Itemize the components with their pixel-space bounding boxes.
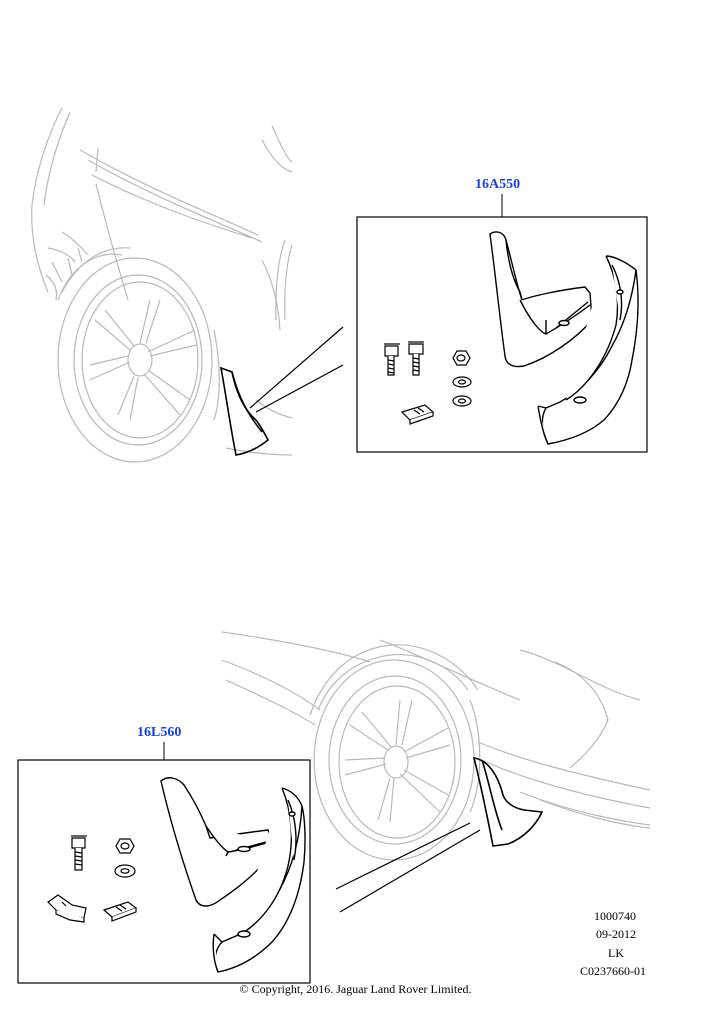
fitted-front-mud-flap (219, 366, 270, 456)
callout-label-bottom[interactable]: 16L560 (137, 725, 182, 740)
washer-icon (452, 395, 472, 407)
leader-line (339, 829, 481, 913)
leader-line (335, 822, 471, 890)
ref-initials: LK (608, 946, 624, 960)
copyright-notice: © Copyright, 2016. Jaguar Land Rover Lim… (239, 982, 472, 996)
nut-icon (115, 838, 135, 854)
fastener-set-bottom (47, 835, 138, 923)
kit-box-16a550 (356, 216, 648, 453)
mud-flap-right-top (537, 255, 639, 445)
rear-vehicle-ghost (221, 631, 651, 861)
ref-date: 09-2012 (596, 927, 636, 941)
leader-line (249, 326, 344, 409)
mud-flap-left-top (489, 231, 593, 368)
clip-icon (400, 404, 435, 425)
ref-number: 1000740 (594, 909, 636, 923)
kit-box-16l560 (17, 759, 311, 984)
mud-flap-right-bottom (212, 787, 306, 973)
clip-icon (102, 901, 138, 922)
washer-icon (452, 376, 472, 388)
bolt-icon (408, 341, 424, 376)
front-vehicle-ghost (31, 107, 293, 463)
clip-icon (47, 894, 87, 923)
callout-label-top[interactable]: 16A550 (475, 177, 521, 192)
bolt-icon (71, 835, 87, 871)
nut-icon (452, 350, 471, 366)
ref-code: C0237660-01 (580, 964, 646, 978)
fitted-rear-mud-flap (472, 757, 544, 847)
fastener-set-top (384, 341, 472, 425)
leader-line (255, 364, 344, 413)
washer-icon (114, 864, 136, 878)
bolt-icon (384, 343, 400, 376)
